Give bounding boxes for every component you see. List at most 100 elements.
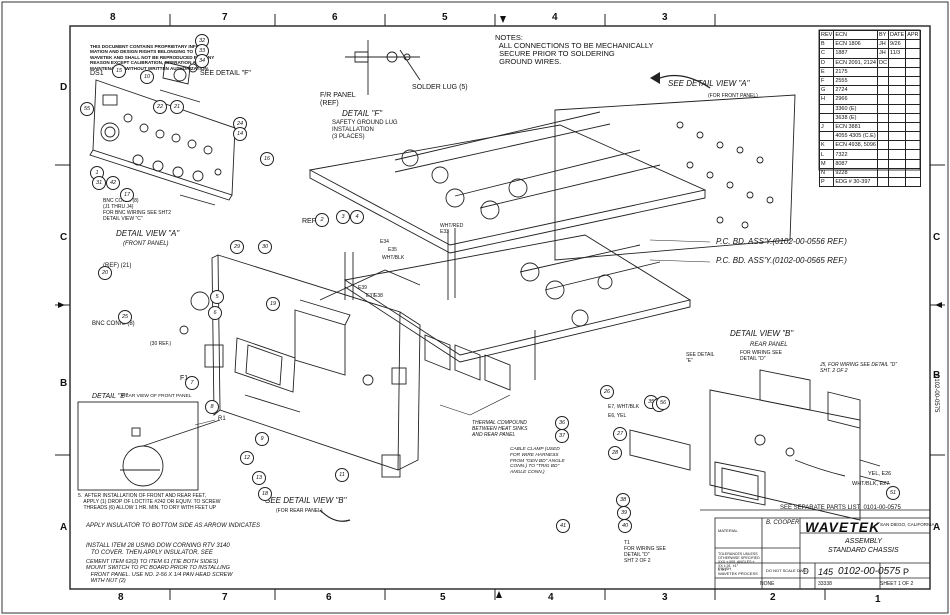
label-t1: T1 FOR WIRING SEE DETAIL "D" SHT 2 OF 2 — [624, 540, 666, 564]
callout-balloon: 31 — [92, 176, 106, 190]
label-detail-b-title: DETAIL VIEW "B" — [730, 329, 794, 338]
zone-bottom-5: 5 — [440, 592, 446, 603]
revision-cell-ecn: ECN 4938, 5096 — [833, 140, 878, 151]
title-scale: NONE — [760, 581, 775, 587]
label-detail-e-sub: REAR VIEW OF FRONT PANEL — [122, 394, 192, 399]
center-arrow-top — [500, 16, 506, 23]
zone-bottom-3: 3 — [662, 592, 668, 603]
revision-cell-appr — [905, 48, 921, 59]
front-panel-top — [89, 61, 236, 206]
label-see-detail-e: SEE DETAIL "E" — [686, 352, 715, 364]
revision-cell-date — [887, 158, 907, 169]
callout-balloon: 14 — [233, 127, 247, 141]
title-rev: P — [903, 567, 910, 577]
revision-cell-date — [887, 176, 907, 188]
label-for-rear-panel: (FOR REAR PANEL) — [276, 508, 323, 514]
callout-balloon: 7 — [185, 376, 199, 390]
revision-cell-appr — [905, 176, 921, 188]
revision-cell-by: BY — [876, 29, 889, 41]
callout-balloon: 29 — [230, 240, 244, 254]
revision-cell-ecn: 2175 — [833, 66, 878, 77]
revision-cell-ecn: ECN 2091, 2124 — [833, 57, 878, 68]
revision-cell-date: 9/26 — [887, 39, 907, 50]
revision-cell-ecn: 2724 — [833, 85, 878, 96]
label-fr-panel: F/R PANEL (REF) — [320, 92, 356, 107]
revision-cell-rev — [818, 131, 835, 142]
label-for-front-panel: (FOR FRONT PANEL) — [708, 93, 758, 99]
callout-balloon: 19 — [266, 297, 280, 311]
notes-block: NOTES: ALL CONNECTIONS TO BE MECHANICALL… — [495, 33, 654, 66]
callout-balloon: 21 — [170, 100, 184, 114]
revision-cell-date — [887, 167, 907, 179]
revision-cell-rev — [818, 103, 835, 114]
bottom-note-insulator: APPLY INSULATOR TO BOTTOM SIDE AS ARROW … — [86, 523, 261, 529]
revision-cell-by — [876, 131, 889, 142]
label-f1: F1 — [180, 375, 189, 382]
bottom-note-5: 5. AFTER INSTALLATION OF FRONT AND REAR … — [78, 493, 221, 511]
revision-cell-ecn: ECN — [833, 29, 878, 41]
revision-cell-by: DC — [876, 57, 889, 68]
see-detail-b-arrow — [319, 509, 351, 522]
revision-cell-rev: J — [818, 121, 835, 133]
zone-bottom-8: 8 — [118, 592, 124, 603]
callout-balloon: 6 — [208, 306, 222, 320]
title-finish: FINISH WAVETEK PROCESS — [718, 566, 758, 576]
revision-cell-appr — [905, 57, 921, 68]
label-e34: E34 — [380, 239, 389, 245]
callout-balloon: 38 — [616, 493, 630, 507]
label-solder-lug: SOLDER LUG (5) — [412, 84, 468, 91]
revision-cell-date — [887, 75, 907, 87]
revision-cell-by — [876, 75, 889, 87]
revision-cell-appr — [905, 94, 921, 105]
label-ref21: (REF) (21) — [103, 263, 132, 269]
title-drawn-by: B. COOPER — [766, 520, 800, 526]
revision-cell-ecn: EDG # 30-397 — [833, 176, 878, 188]
zone-bottom-1: 1 — [875, 594, 881, 605]
zone-ticks — [55, 14, 945, 600]
leader-lines — [194, 239, 711, 426]
revision-cell-appr — [905, 131, 921, 142]
label-e38: E38 — [374, 293, 383, 299]
revision-cell-by — [876, 66, 889, 77]
callout-balloon: 39 — [617, 506, 631, 520]
revision-cell-by — [876, 112, 889, 123]
label-detail-a-title: DETAIL VIEW "A" — [116, 229, 180, 238]
label-e39: E39 — [358, 285, 367, 291]
zone-right-c: C — [933, 232, 941, 243]
detail-b-drawing — [629, 369, 891, 521]
label-for-wiring-d: FOR WIRING SEE DETAIL "D" — [740, 350, 782, 362]
title-block-grid — [714, 517, 931, 590]
title-code: 145 — [818, 567, 834, 577]
revision-cell-appr — [905, 75, 921, 87]
inner-frame — [69, 25, 931, 590]
revision-cell-appr — [905, 140, 921, 151]
callout-balloon: 12 — [240, 451, 254, 465]
callout-balloon: 36 — [555, 416, 569, 430]
revision-cell-ecn: 2966 — [833, 94, 878, 105]
callout-balloon: 15 — [112, 64, 126, 78]
zone-top-3: 3 — [662, 12, 668, 23]
title-line2: STANDARD CHASSIS — [828, 547, 899, 554]
zone-top-4: 4 — [552, 12, 558, 23]
revision-row: 3360 (E) — [818, 103, 921, 114]
revision-cell-rev: M — [818, 158, 835, 169]
callout-balloon: 25 — [118, 310, 132, 324]
label-thermal: THERMAL COMPOUND BETWEEN HEAT SINKS AND … — [472, 420, 528, 438]
revision-cell-date: DATE — [887, 29, 907, 41]
revision-cell-by — [876, 85, 889, 96]
revision-cell-by — [876, 176, 889, 188]
revision-cell-ecn: 9228 — [833, 167, 878, 179]
revision-cell-rev: H — [818, 94, 835, 105]
label-see-detail-a: SEE DETAIL VIEW "A" — [668, 79, 750, 88]
revision-cell-ecn: 2555 — [833, 75, 878, 87]
